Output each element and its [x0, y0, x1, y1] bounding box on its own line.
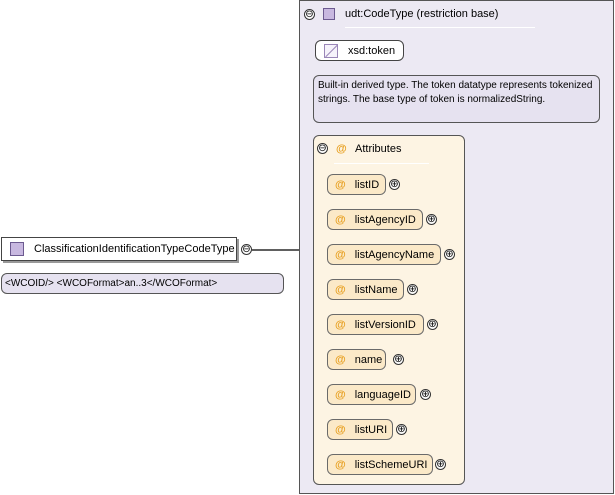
attribute-listVersionID-expand-icon[interactable]: ⊕: [427, 318, 438, 330]
element-box[interactable]: ClassificationIdentificationTypeCodeType: [1, 237, 237, 261]
attribute-name: listName: [354, 283, 398, 296]
simple-type-icon: [324, 43, 338, 58]
attribute-name: listAgencyName: [354, 248, 435, 261]
attributes-at-icon: @: [336, 143, 347, 155]
attribute-icon: @: [335, 213, 346, 226]
attribute-name-expand-icon[interactable]: ⊕: [393, 353, 404, 365]
attribute-listID-expand-icon[interactable]: ⊕: [389, 178, 400, 190]
attributes-collapse-icon[interactable]: ⊖: [317, 142, 328, 154]
base-type-documentation: Built-in derived type. The token datatyp…: [313, 75, 600, 123]
complex-type-icon: [323, 8, 335, 20]
attribute-name: listID: [354, 178, 380, 191]
attribute-listURI[interactable]: @ listURI: [327, 419, 393, 440]
base-type-name: xsd:token: [348, 44, 396, 57]
attribute-listName[interactable]: @ listName: [327, 279, 404, 300]
attribute-name: listAgencyID: [354, 213, 416, 226]
attribute-listSchemeURI-expand-icon[interactable]: ⊕: [435, 458, 446, 470]
attribute-listName-expand-icon[interactable]: ⊕: [407, 283, 418, 295]
attribute-listAgencyID-expand-icon[interactable]: ⊕: [426, 213, 437, 225]
attribute-name: name: [354, 353, 383, 366]
element-icon: [10, 242, 24, 256]
attribute-name[interactable]: @ name: [327, 349, 386, 370]
attribute-languageID-expand-icon[interactable]: ⊕: [420, 388, 431, 400]
complex-type-title: udt:CodeType (restriction base): [345, 8, 499, 20]
attribute-listSchemeURI[interactable]: @ listSchemeURI: [327, 454, 433, 475]
attribute-icon: @: [335, 423, 346, 436]
attributes-separator: [334, 163, 429, 164]
element-name: ClassificationIdentificationTypeCodeType: [34, 243, 235, 255]
attribute-name: listURI: [354, 423, 388, 436]
attribute-listAgencyName-expand-icon[interactable]: ⊕: [444, 248, 455, 260]
attribute-icon: @: [335, 388, 346, 401]
attribute-icon: @: [335, 178, 346, 191]
element-collapse-icon[interactable]: ⊖: [241, 243, 252, 255]
element-connector-line: [252, 249, 300, 251]
attribute-listVersionID[interactable]: @ listVersionID: [327, 314, 424, 335]
attribute-name: languageID: [354, 388, 412, 401]
attribute-name: listVersionID: [354, 318, 416, 331]
attribute-icon: @: [335, 318, 346, 331]
attribute-listURI-expand-icon[interactable]: ⊕: [396, 423, 407, 435]
element-documentation: <WCOID/> <WCOFormat>an..3</WCOFormat>: [1, 273, 284, 294]
base-type-box[interactable]: xsd:token: [315, 40, 404, 61]
attribute-icon: @: [335, 248, 346, 261]
complex-type-separator: [345, 27, 535, 28]
complex-type-collapse-icon[interactable]: ⊖: [304, 8, 315, 20]
attribute-name: listSchemeURI: [354, 458, 428, 471]
attributes-title: Attributes: [355, 143, 402, 155]
attribute-icon: @: [335, 353, 346, 366]
attribute-listAgencyID[interactable]: @ listAgencyID: [327, 209, 423, 230]
attribute-languageID[interactable]: @ languageID: [327, 384, 416, 405]
attribute-icon: @: [335, 283, 346, 296]
attribute-listAgencyName[interactable]: @ listAgencyName: [327, 244, 441, 265]
attribute-listID[interactable]: @ listID: [327, 174, 386, 195]
attribute-icon: @: [335, 458, 346, 471]
